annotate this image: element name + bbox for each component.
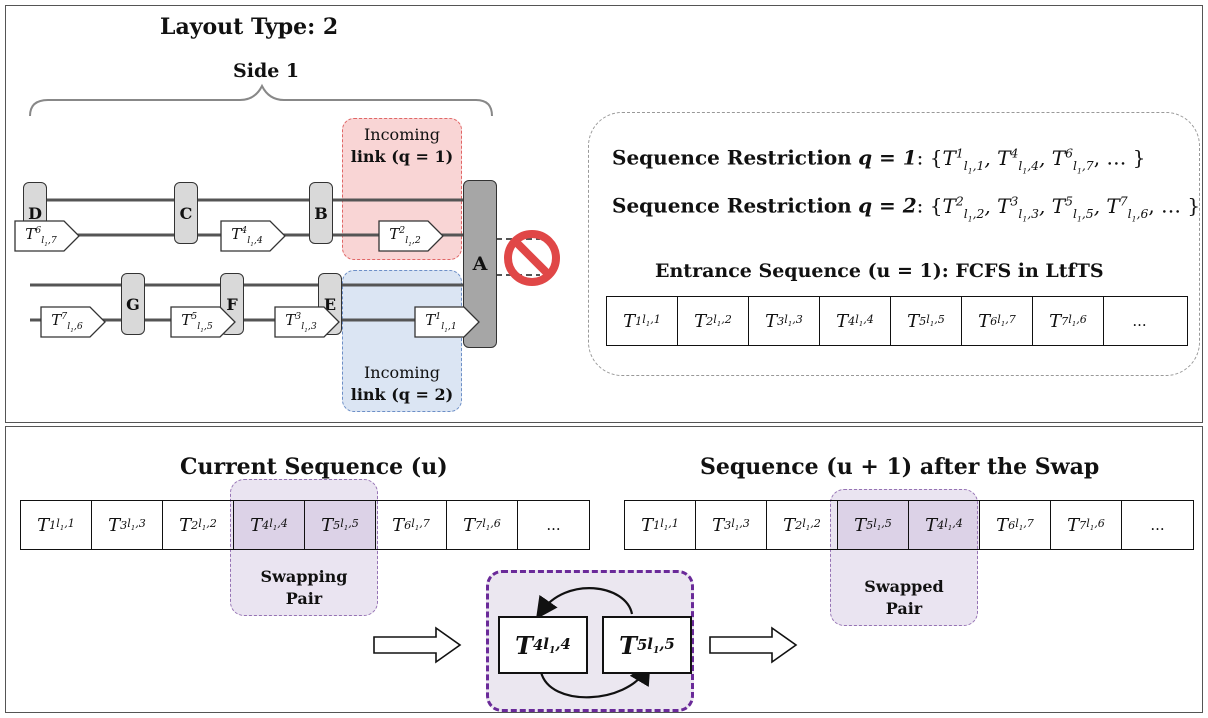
vehicle-tag: T2l1,2 <box>378 220 444 252</box>
restriction-term: , T6l1,7 <box>1039 145 1094 176</box>
vehicle-tag: T7l1,6 <box>40 306 106 338</box>
side-label: Side 1 <box>233 60 300 82</box>
swapped-pair-highlight <box>830 489 978 626</box>
vehicle-tag: T1l1,1 <box>414 306 480 338</box>
sequence-ellipsis: ... <box>1150 516 1165 534</box>
incoming-link-q1-label: Incoming link (q = 1) <box>350 125 454 166</box>
node-b: B <box>309 182 333 244</box>
vehicle-tag: T6l1,7 <box>14 220 80 252</box>
incoming-link-q2-label: Incoming link (q = 2) <box>350 363 454 404</box>
restriction-term: , T3l1,3 <box>984 193 1040 224</box>
restriction-term: , T7l1,6 <box>1093 193 1149 224</box>
node-g: G <box>121 273 145 335</box>
swapping-pair-label: Swapping Pair <box>260 567 348 608</box>
entrance-sequence-title: Entrance Sequence (u = 1): FCFS in LtfTS <box>655 260 1104 282</box>
sequence-ellipsis: ... <box>1132 312 1147 330</box>
top-panel <box>5 5 1203 423</box>
side-brace <box>29 83 493 117</box>
current-sequence-title: Current Sequence (u) <box>180 454 448 480</box>
vehicle-tag: T4l1,4 <box>220 220 286 252</box>
node-c: C <box>174 182 198 244</box>
layout-title: Layout Type: 2 <box>160 14 339 40</box>
swapped-pair-label: Swapped Pair <box>864 577 944 618</box>
incoming-link-q2-box <box>342 270 462 412</box>
restriction-term: T1l1,1 <box>942 145 985 176</box>
restriction-panel <box>588 112 1200 376</box>
flow-arrow-left <box>373 626 462 664</box>
restriction-q1: Sequence Restriction q = 1: {T1l1,1, T4l… <box>612 145 1146 176</box>
restriction-term: , T5l1,5 <box>1039 193 1094 224</box>
layout-road-overlay <box>342 198 560 322</box>
vehicle-tag: T5l1,5 <box>170 306 236 338</box>
swap-arrows-icon <box>535 587 651 699</box>
prohibited-icon <box>504 230 560 286</box>
flow-arrow-right <box>709 626 798 664</box>
sequence-ellipsis: ... <box>546 516 561 534</box>
after-swap-title: Sequence (u + 1) after the Swap <box>700 454 1100 480</box>
restriction-term: T2l1,2 <box>942 193 985 224</box>
restriction-q2: Sequence Restriction q = 2: {T2l1,2, T3l… <box>612 193 1201 224</box>
bottom-panel <box>5 426 1203 713</box>
vehicle-tag: T3l1,3 <box>274 306 340 338</box>
restriction-term: , T4l1,4 <box>984 145 1040 176</box>
